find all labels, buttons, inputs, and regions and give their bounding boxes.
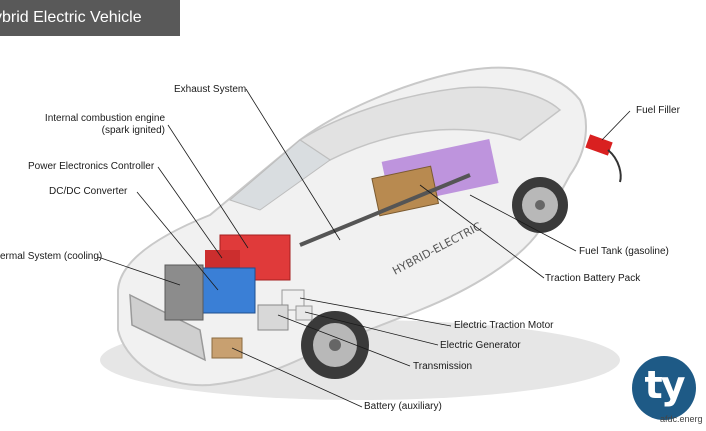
label-dcdc-converter: DC/DC Converter bbox=[49, 186, 128, 197]
label-ice-line2: (spark ignited) bbox=[101, 125, 165, 136]
ty-logo: ty bbox=[632, 356, 696, 420]
dcdc-converter bbox=[194, 267, 256, 314]
label-exhaust-system: Exhaust System bbox=[174, 84, 247, 95]
label-thermal-system: ermal System (cooling) bbox=[0, 251, 103, 262]
auxiliary-battery bbox=[211, 337, 243, 359]
label-traction-battery-pack: Traction Battery Pack bbox=[545, 273, 641, 284]
label-power-electronics-controller: Power Electronics Controller bbox=[28, 161, 155, 172]
label-electric-generator: Electric Generator bbox=[440, 340, 521, 351]
label-fuel-tank: Fuel Tank (gasoline) bbox=[579, 246, 669, 257]
electric-generator bbox=[295, 305, 313, 321]
label-battery-auxiliary: Battery (auxiliary) bbox=[364, 401, 442, 412]
leader-dcdc bbox=[136, 191, 219, 291]
source-watermark: afdc.energ bbox=[660, 414, 703, 424]
leader-fuel-filler bbox=[601, 110, 631, 141]
label-fuel-filler: Fuel Filler bbox=[636, 105, 680, 116]
label-ice-line1: Internal combustion engine bbox=[44, 113, 165, 124]
front-wheel bbox=[301, 311, 369, 379]
fuel-filler-nozzle bbox=[585, 134, 622, 183]
leader-pec bbox=[157, 166, 223, 259]
leader-transmission bbox=[277, 314, 411, 367]
transmission bbox=[257, 304, 289, 331]
leader-exhaust bbox=[245, 88, 341, 241]
exhaust-pipe bbox=[299, 173, 471, 247]
leader-thermal bbox=[97, 256, 181, 286]
leader-aux-battery bbox=[231, 347, 363, 408]
leader-fuel-tank bbox=[469, 194, 577, 252]
car-roof bbox=[298, 86, 562, 161]
label-transmission: Transmission bbox=[413, 361, 473, 372]
diagram-title: ybrid Electric Vehicle bbox=[0, 9, 142, 26]
leader-ice bbox=[167, 124, 249, 249]
windshield bbox=[229, 139, 331, 211]
label-electric-traction-motor: Electric Traction Motor bbox=[454, 320, 554, 331]
label-internal-combustion-engine: Internal combustion engine (spark ignite… bbox=[40, 113, 165, 137]
leader-generator bbox=[304, 311, 439, 346]
thermal-system bbox=[164, 264, 204, 321]
leader-motor bbox=[299, 297, 452, 327]
title-bar: ybrid Electric Vehicle bbox=[0, 0, 180, 36]
fuel-tank bbox=[371, 165, 440, 217]
leader-traction-battery bbox=[419, 184, 545, 279]
rear-wheel bbox=[512, 177, 568, 233]
